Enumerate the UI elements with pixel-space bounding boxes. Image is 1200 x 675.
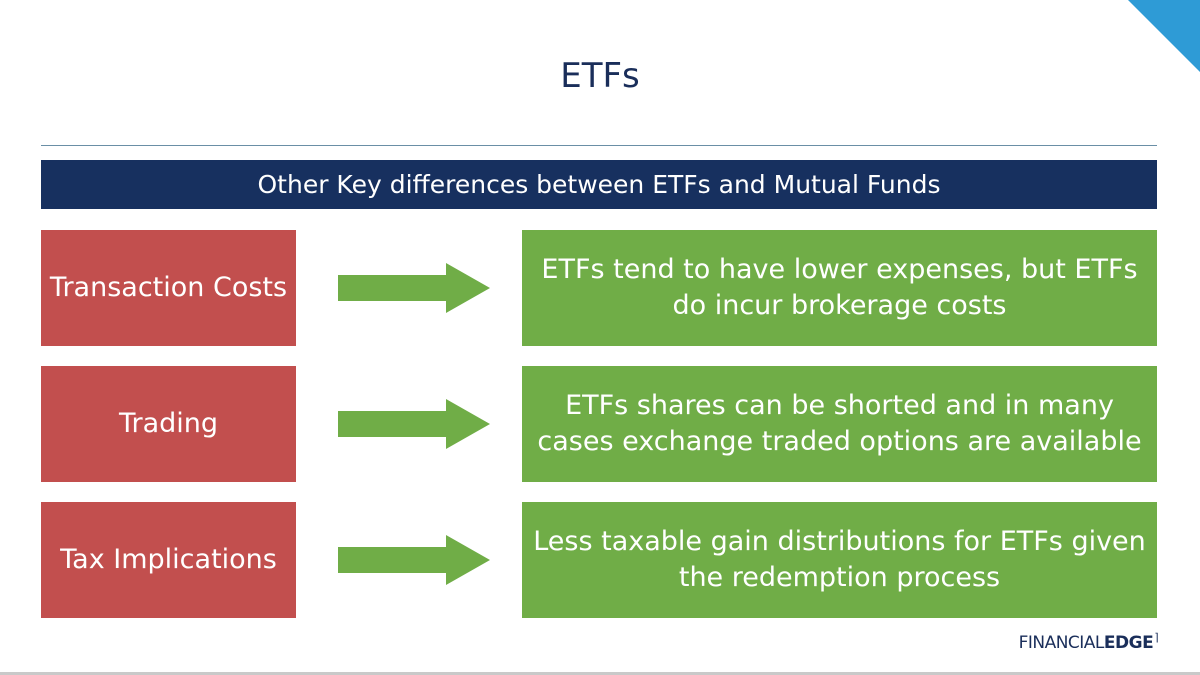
slide-title: ETFs <box>560 56 640 96</box>
logo-text-financial: FINANCIAL <box>1018 633 1105 653</box>
category-label: Trading <box>118 408 219 439</box>
banner-text: Other Key differences between ETFs and M… <box>257 170 941 199</box>
description-text: ETFs tend to have lower expenses, but ET… <box>541 254 1138 321</box>
right-arrow-icon <box>338 263 490 313</box>
financial-edge-logo: FINANCIAL EDGE ⌉ <box>1018 631 1159 653</box>
category-box: Trading <box>41 366 296 482</box>
category-box: Tax Implications <box>41 502 296 618</box>
logo-text-edge: EDGE <box>1103 633 1154 653</box>
comparison-row-trading: Trading ETFs shares can be shorted and i… <box>41 366 1157 482</box>
section-banner: Other Key differences between ETFs and M… <box>41 160 1157 209</box>
right-arrow-icon <box>338 399 490 449</box>
logo-mark-icon: ⌉ <box>1154 631 1158 644</box>
category-box: Transaction Costs <box>41 230 296 346</box>
category-label: Tax Implications <box>60 544 277 575</box>
title-divider <box>41 145 1157 146</box>
corner-accent-icon <box>1128 0 1200 72</box>
description-text: ETFs shares can be shorted and in many c… <box>537 390 1142 457</box>
description-text: Less taxable gain distributions for ETFs… <box>533 526 1146 593</box>
description-box: ETFs shares can be shorted and in many c… <box>522 366 1157 482</box>
description-box: Less taxable gain distributions for ETFs… <box>522 502 1157 618</box>
comparison-row-transaction-costs: Transaction Costs ETFs tend to have lowe… <box>41 230 1157 346</box>
comparison-row-tax-implications: Tax Implications Less taxable gain distr… <box>41 502 1157 618</box>
description-box: ETFs tend to have lower expenses, but ET… <box>522 230 1157 346</box>
bottom-divider <box>0 672 1200 675</box>
right-arrow-icon <box>338 535 490 585</box>
category-label: Transaction Costs <box>49 272 288 303</box>
